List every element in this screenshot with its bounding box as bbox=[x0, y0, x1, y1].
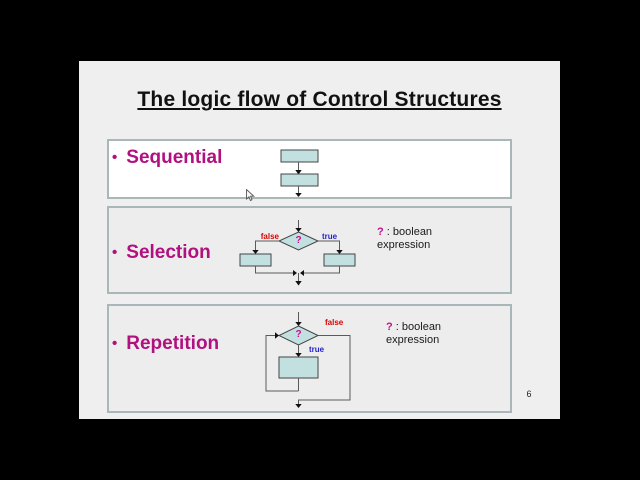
note-text: : boolean bbox=[392, 321, 442, 333]
arrow-down-icon bbox=[336, 250, 343, 254]
selection-heading: • Selection bbox=[112, 242, 211, 264]
false-branch-label: false bbox=[325, 318, 344, 327]
repetition-heading: • Repetition bbox=[112, 333, 219, 355]
process-box bbox=[280, 149, 319, 163]
true-branch-label: true bbox=[322, 232, 338, 241]
arrow-down-icon bbox=[295, 170, 302, 175]
condition-question-mark: ? bbox=[295, 235, 302, 246]
loop-back-line bbox=[265, 335, 299, 392]
slide-title: The logic flow of Control Structures bbox=[137, 88, 502, 111]
process-box bbox=[323, 253, 356, 267]
note-text-line2: expression bbox=[377, 239, 431, 251]
repetition-flowchart bbox=[265, 312, 351, 408]
false-branch-label: false bbox=[260, 232, 279, 241]
arrow-down-icon bbox=[295, 404, 302, 408]
sequential-heading: • Sequential bbox=[112, 147, 222, 169]
arrow-down-icon bbox=[252, 250, 259, 254]
arrow-down-icon bbox=[295, 353, 302, 357]
arrow-left-icon bbox=[300, 270, 304, 276]
arrow-down-icon bbox=[295, 281, 302, 286]
process-box bbox=[239, 253, 272, 267]
section-sequential: • Sequential bbox=[107, 139, 512, 199]
mouse-cursor-icon bbox=[246, 189, 255, 202]
section-repetition: • Repetition false true ? ? : boolean ex… bbox=[107, 304, 512, 413]
sequential-flowchart bbox=[280, 149, 319, 197]
selection-label: Selection bbox=[126, 242, 211, 263]
question-mark: ? bbox=[386, 321, 393, 333]
false-branch-line bbox=[298, 335, 351, 404]
arrow-down-icon bbox=[295, 322, 302, 326]
section-selection: • Selection false true ? ? : boolean exp… bbox=[107, 206, 512, 294]
process-box bbox=[280, 173, 319, 187]
condition-question-mark: ? bbox=[295, 329, 302, 340]
decision-diamond bbox=[277, 231, 320, 251]
question-mark: ? bbox=[377, 226, 384, 238]
note-text-line2: expression bbox=[386, 334, 440, 346]
sequential-label: Sequential bbox=[126, 147, 223, 168]
repetition-label: Repetition bbox=[126, 333, 220, 354]
bullet-icon: • bbox=[112, 244, 118, 261]
presentation-slide: The logic flow of Control Structures • S… bbox=[79, 61, 560, 419]
true-branch-label: true bbox=[309, 345, 325, 354]
boolean-expression-note: ? : boolean expression bbox=[386, 321, 441, 347]
note-text: : boolean bbox=[383, 226, 433, 238]
bullet-icon: • bbox=[112, 335, 118, 352]
selection-flowchart bbox=[239, 220, 356, 286]
arrow-down-icon bbox=[295, 193, 302, 197]
arrow-down-icon bbox=[295, 228, 302, 232]
arrow-right-icon bbox=[275, 332, 279, 339]
arrow-right-icon bbox=[293, 270, 297, 276]
process-box bbox=[278, 356, 319, 379]
bullet-icon: • bbox=[112, 149, 118, 166]
boolean-expression-note: ? : boolean expression bbox=[377, 226, 432, 252]
page-number: 6 bbox=[526, 389, 532, 399]
